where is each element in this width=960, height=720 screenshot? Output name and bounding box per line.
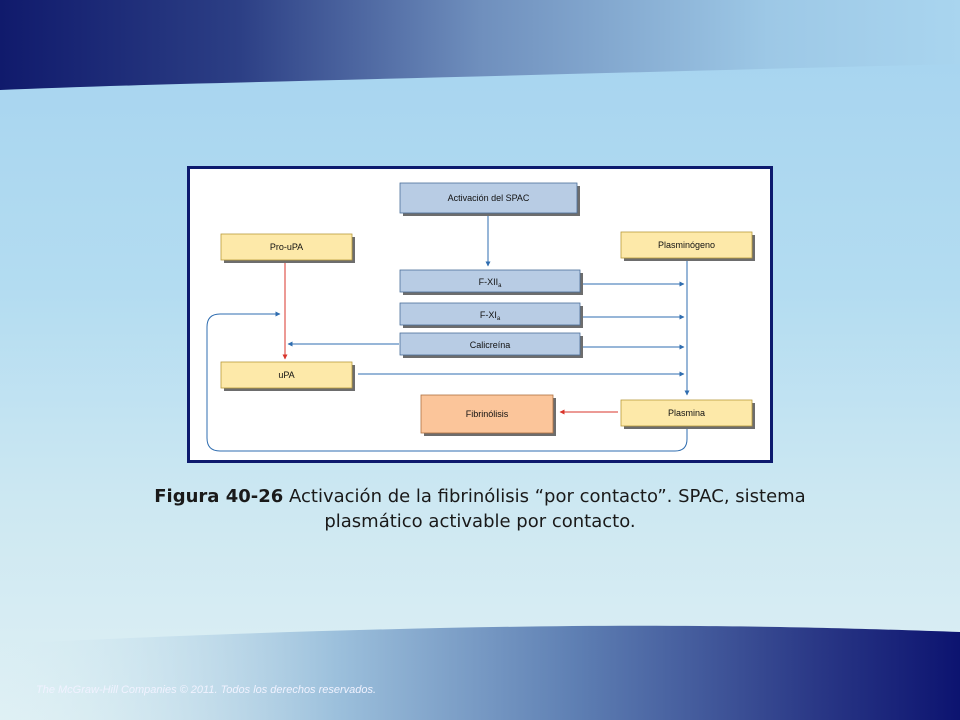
node-upa-label: uPA xyxy=(278,370,294,380)
node-plasmina: Plasmina xyxy=(620,399,755,429)
node-upa: uPA xyxy=(220,361,355,391)
caption-text: Activación de la fibrinólisis “por conta… xyxy=(283,486,806,532)
node-spac: Activación del SPAC xyxy=(399,182,580,216)
node-calicreina-label: Calicreína xyxy=(470,340,511,350)
node-fibrinolisis-label: Fibrinólisis xyxy=(466,409,509,419)
node-fxia: F-XIa xyxy=(399,302,583,328)
edge-plasmina-feedback-loop xyxy=(206,311,688,452)
footer-band xyxy=(0,625,960,720)
header-band xyxy=(0,0,960,90)
node-pro-upa: Pro-uPA xyxy=(220,233,355,263)
node-plasminogeno: Plasminógeno xyxy=(620,231,755,261)
figure-frame: Activación del SPAC Pro-uPA Plasminógeno… xyxy=(187,166,773,463)
node-plasminogeno-label: Plasminógeno xyxy=(658,240,715,250)
node-plasmina-label: Plasmina xyxy=(668,408,705,418)
node-calicreina: Calicreína xyxy=(399,332,583,358)
figure-caption: Figura 40-26 Activación de la fibrinólis… xyxy=(150,484,810,534)
figure-label: Figura 40-26 xyxy=(154,486,284,507)
node-spac-label: Activación del SPAC xyxy=(448,193,530,203)
node-fxia-label: F-XIa xyxy=(480,310,501,322)
fibrinolysis-diagram: Activación del SPAC Pro-uPA Plasminógeno… xyxy=(206,182,755,452)
copyright-footer: The McGraw-Hill Companies © 2011. Todos … xyxy=(36,684,377,696)
diagram-edges xyxy=(206,214,690,452)
node-fibrinolisis: Fibrinólisis xyxy=(420,394,556,436)
node-fxiia: F-XIIa xyxy=(399,269,583,295)
node-pro-upa-label: Pro-uPA xyxy=(270,242,303,252)
node-fxiia-label: F-XIIa xyxy=(479,277,503,289)
